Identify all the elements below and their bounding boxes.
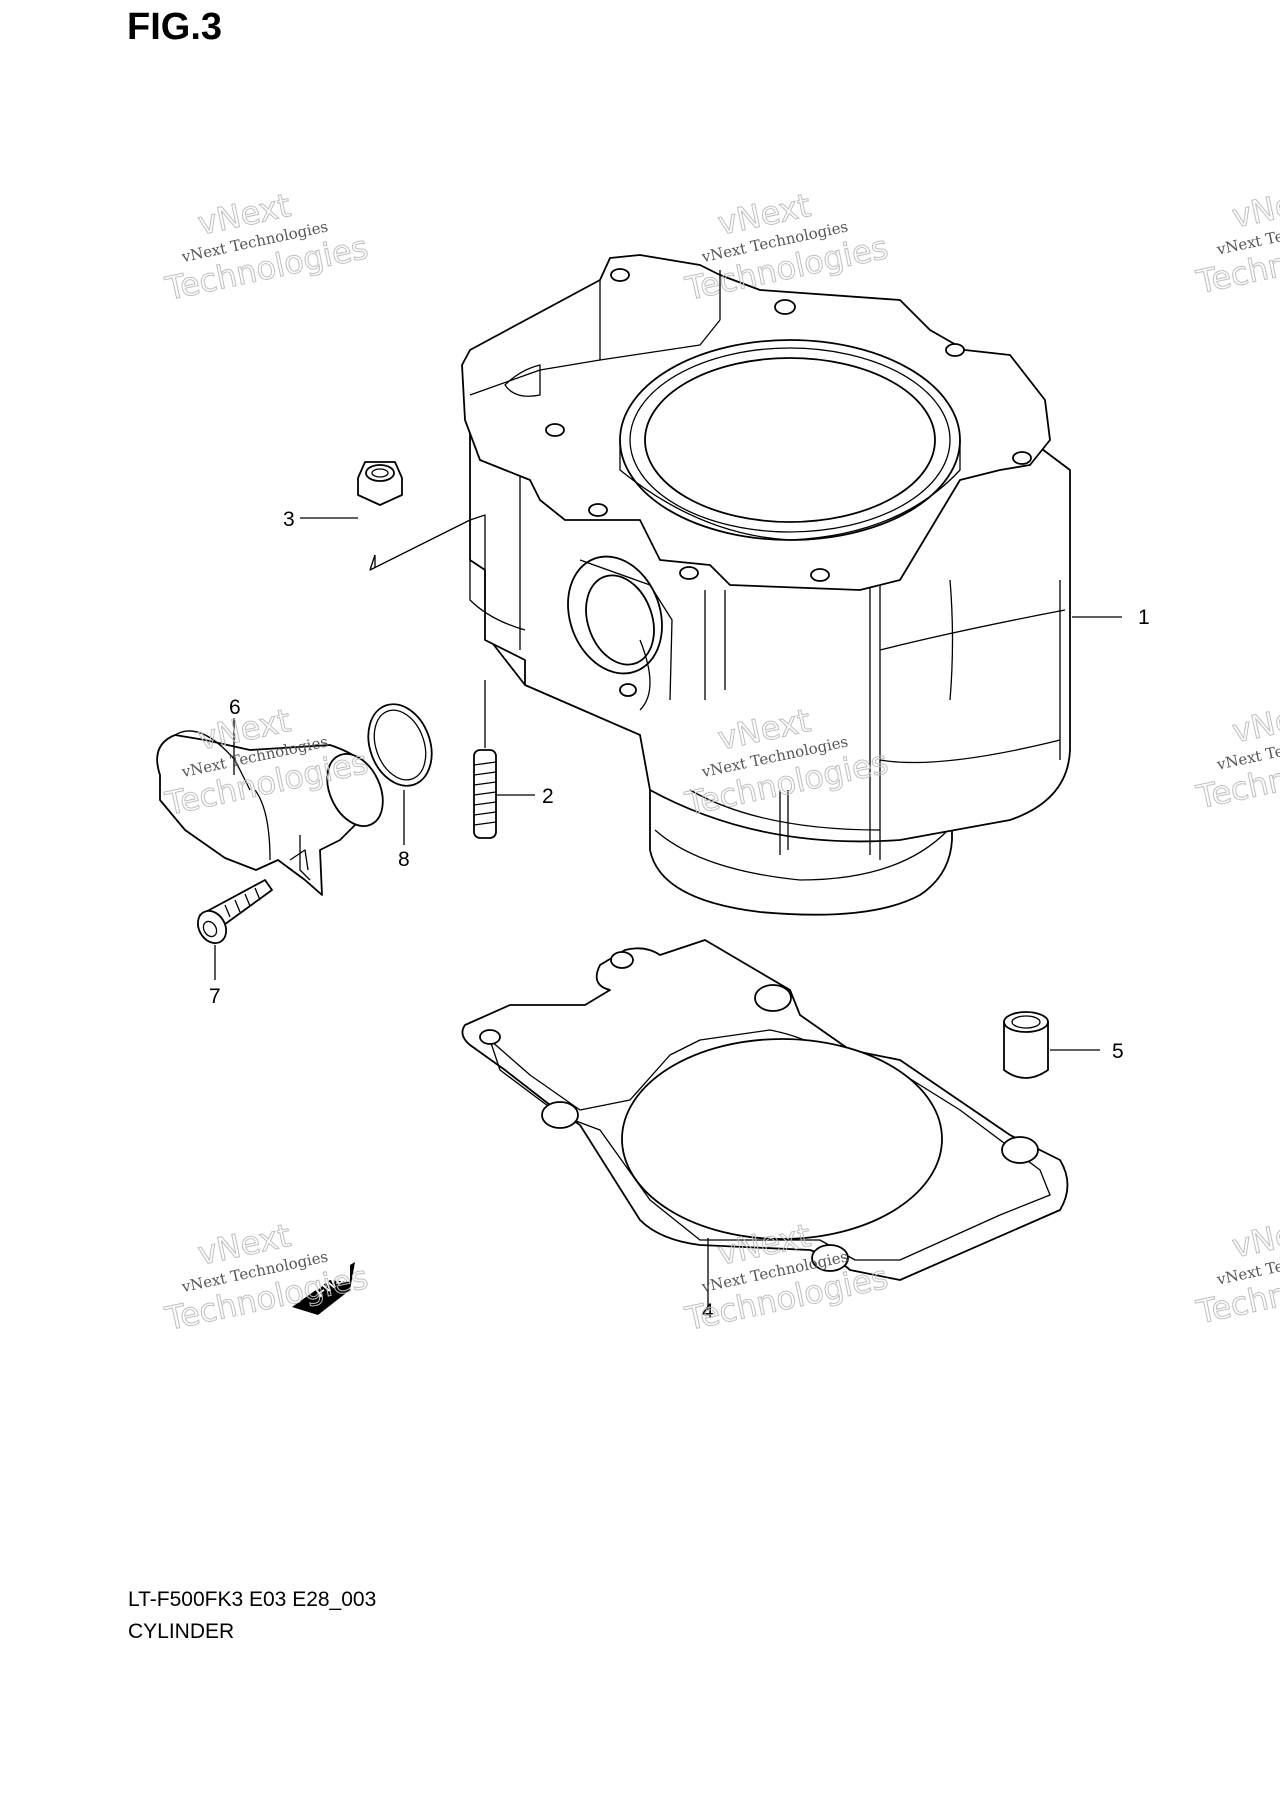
stud-part bbox=[473, 680, 497, 839]
watermark-bottom-right: vNext vNext Technologies Technologies bbox=[1192, 1208, 1280, 1332]
fwd-direction-arrow: FWD bbox=[292, 1262, 355, 1315]
water-elbow-part bbox=[156, 730, 384, 896]
watermark-bottom-left: vNext vNext Technologies Technologies bbox=[161, 1216, 372, 1339]
callout-7: 7 bbox=[209, 985, 221, 1008]
figure-name: CYLINDER bbox=[128, 1620, 235, 1643]
callout-8: 8 bbox=[398, 848, 410, 871]
callout-3: 3 bbox=[283, 508, 295, 531]
leader-lines bbox=[214, 517, 1122, 1310]
o-ring-part bbox=[367, 703, 433, 787]
callout-1: 1 bbox=[1138, 606, 1150, 629]
bolt-part bbox=[196, 879, 273, 944]
gasket-part bbox=[461, 939, 1069, 1281]
cylinder-part bbox=[461, 254, 1071, 916]
dowel-pin-part bbox=[1003, 1011, 1049, 1079]
callout-5: 5 bbox=[1112, 1040, 1124, 1063]
callout-6: 6 bbox=[229, 696, 241, 719]
callout-4: 4 bbox=[702, 1300, 714, 1323]
figure-code: LT-F500FK3 E03 E28_003 bbox=[128, 1588, 377, 1611]
watermark-top-center: vNext vNext Technologies Technologies bbox=[681, 186, 892, 309]
svg-text:vNext: vNext bbox=[1229, 1209, 1280, 1266]
watermark-mid-right: vNext vNext Technologies Technologies bbox=[1192, 693, 1280, 817]
nut-part bbox=[357, 461, 486, 600]
watermark-top-left: vNext vNext Technologies Technologies bbox=[161, 186, 372, 309]
watermark-top-right: vNext vNext Technologies Technologies bbox=[1192, 178, 1280, 302]
svg-text:vNext: vNext bbox=[1229, 179, 1280, 236]
svg-text:vNext: vNext bbox=[1229, 694, 1280, 751]
figure-title: FIG.3 bbox=[127, 6, 223, 48]
callout-2: 2 bbox=[542, 785, 554, 808]
